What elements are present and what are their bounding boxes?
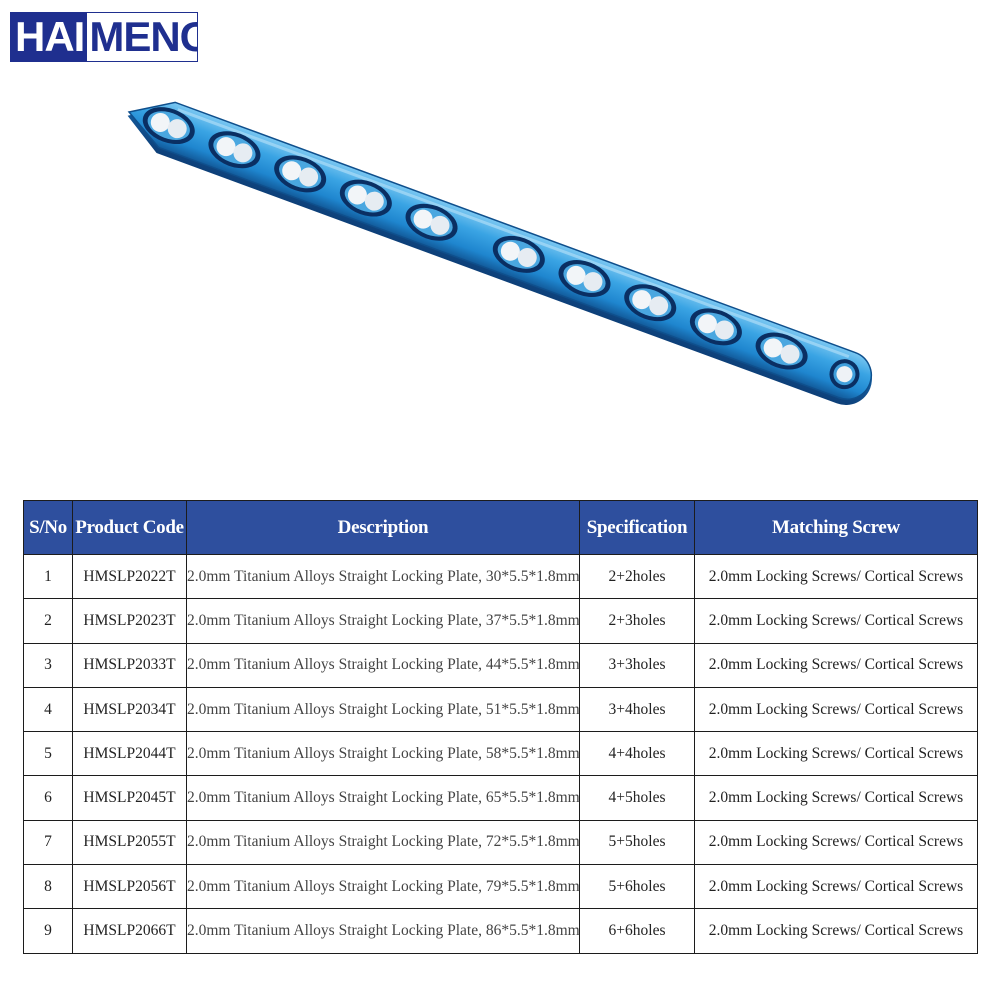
cell-product-code: HMSLP2023T [72, 598, 187, 644]
cell-specification: 6+6holes [579, 908, 695, 954]
table-row: 7 HMSLP2055T 2.0mm Titanium Alloys Strai… [23, 819, 978, 866]
cell-product-code: HMSLP2033T [72, 642, 187, 688]
logo-part-meng: MENG [87, 13, 197, 61]
brand-logo: HAI MENG [10, 12, 198, 62]
table-row: 1 HMSLP2022T 2.0mm Titanium Alloys Strai… [23, 553, 978, 600]
cell-specification: 3+4holes [579, 686, 695, 733]
cell-matching-screw: 2.0mm Locking Screws/ Cortical Screws [694, 686, 978, 733]
table-row: 8 HMSLP2056T 2.0mm Titanium Alloys Strai… [23, 864, 978, 910]
cell-specification: 5+6holes [579, 864, 695, 910]
header-specification: Specification [579, 500, 695, 555]
plate-end-hole [829, 359, 860, 390]
cell-description: 2.0mm Titanium Alloys Straight Locking P… [186, 775, 580, 821]
cell-specification: 5+5holes [579, 819, 695, 866]
header-sno: S/No [23, 500, 73, 555]
header-product-code: Product Code [72, 500, 187, 555]
cell-sno: 6 [23, 775, 73, 821]
cell-specification: 4+4holes [579, 731, 695, 777]
cell-description: 2.0mm Titanium Alloys Straight Locking P… [186, 642, 580, 688]
cell-matching-screw: 2.0mm Locking Screws/ Cortical Screws [694, 642, 978, 688]
cell-description: 2.0mm Titanium Alloys Straight Locking P… [186, 731, 580, 777]
cell-specification: 2+2holes [579, 553, 695, 600]
cell-product-code: HMSLP2045T [72, 775, 187, 821]
plate-hole [755, 332, 808, 370]
plate-hole [492, 235, 545, 273]
plate-hole [405, 203, 458, 241]
table-row: 4 HMSLP2034T 2.0mm Titanium Alloys Strai… [23, 686, 978, 733]
table-row: 2 HMSLP2023T 2.0mm Titanium Alloys Strai… [23, 598, 978, 644]
table-row: 9 HMSLP2066T 2.0mm Titanium Alloys Strai… [23, 908, 978, 954]
plate-hole [142, 107, 195, 145]
table-header-row: S/No Product Code Description Specificat… [23, 500, 978, 555]
cell-matching-screw: 2.0mm Locking Screws/ Cortical Screws [694, 908, 978, 954]
cell-matching-screw: 2.0mm Locking Screws/ Cortical Screws [694, 553, 978, 600]
logo-part-hai: HAI [11, 13, 88, 61]
cell-description: 2.0mm Titanium Alloys Straight Locking P… [186, 686, 580, 733]
cell-product-code: HMSLP2022T [72, 553, 187, 600]
cell-sno: 3 [23, 642, 73, 688]
cell-description: 2.0mm Titanium Alloys Straight Locking P… [186, 553, 580, 600]
product-spec-table: S/No Product Code Description Specificat… [23, 500, 978, 954]
table-row: 6 HMSLP2045T 2.0mm Titanium Alloys Strai… [23, 775, 978, 821]
cell-matching-screw: 2.0mm Locking Screws/ Cortical Screws [694, 819, 978, 866]
plate-hole [624, 284, 677, 322]
cell-matching-screw: 2.0mm Locking Screws/ Cortical Screws [694, 775, 978, 821]
cell-product-code: HMSLP2056T [72, 864, 187, 910]
cell-sno: 7 [23, 819, 73, 866]
cell-matching-screw: 2.0mm Locking Screws/ Cortical Screws [694, 731, 978, 777]
plate-hole [689, 308, 742, 346]
cell-specification: 2+3holes [579, 598, 695, 644]
cell-sno: 2 [23, 598, 73, 644]
cell-description: 2.0mm Titanium Alloys Straight Locking P… [186, 819, 580, 866]
cell-specification: 3+3holes [579, 642, 695, 688]
cell-matching-screw: 2.0mm Locking Screws/ Cortical Screws [694, 864, 978, 910]
cell-sno: 1 [23, 553, 73, 600]
plate-hole [558, 260, 611, 298]
cell-specification: 4+5holes [579, 775, 695, 821]
plate-hole [274, 155, 327, 193]
plate-hole [339, 179, 392, 217]
header-matching-screw: Matching Screw [694, 500, 978, 555]
locking-plate-image [127, 101, 872, 405]
cell-product-code: HMSLP2044T [72, 731, 187, 777]
cell-sno: 9 [23, 908, 73, 954]
cell-sno: 5 [23, 731, 73, 777]
table-row: 5 HMSLP2044T 2.0mm Titanium Alloys Strai… [23, 731, 978, 777]
plate-hole [208, 131, 261, 169]
cell-description: 2.0mm Titanium Alloys Straight Locking P… [186, 598, 580, 644]
cell-product-code: HMSLP2055T [72, 819, 187, 866]
cell-description: 2.0mm Titanium Alloys Straight Locking P… [186, 908, 580, 954]
cell-product-code: HMSLP2034T [72, 686, 187, 733]
header-description: Description [186, 500, 580, 555]
cell-matching-screw: 2.0mm Locking Screws/ Cortical Screws [694, 598, 978, 644]
cell-description: 2.0mm Titanium Alloys Straight Locking P… [186, 864, 580, 910]
cell-product-code: HMSLP2066T [72, 908, 187, 954]
table-row: 3 HMSLP2033T 2.0mm Titanium Alloys Strai… [23, 642, 978, 688]
cell-sno: 8 [23, 864, 73, 910]
cell-sno: 4 [23, 686, 73, 733]
